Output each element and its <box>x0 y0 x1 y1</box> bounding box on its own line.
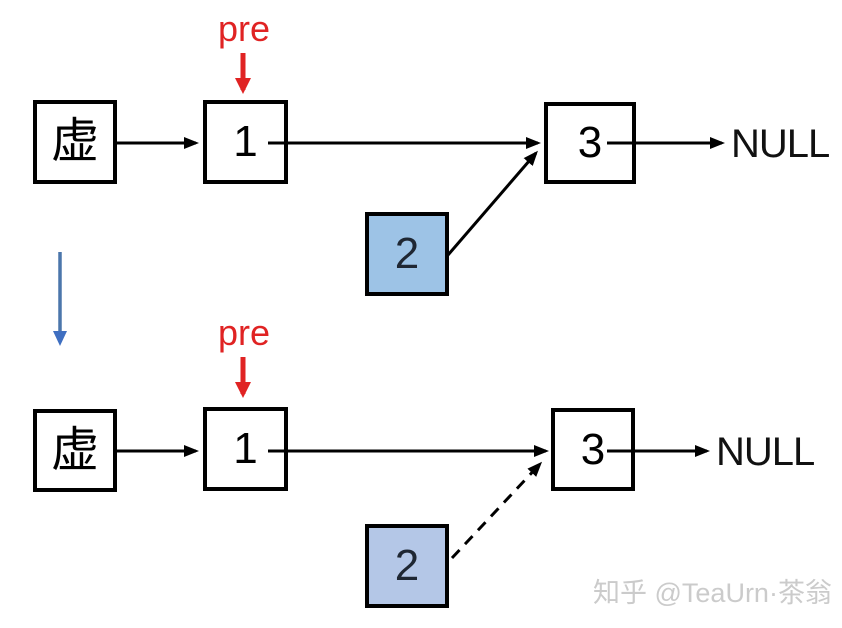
node-3-label-top: 3 <box>577 118 603 167</box>
dummy-node-box-top: 虚 <box>33 100 117 184</box>
node-2-box-bottom: 2 <box>365 524 449 608</box>
watermark: 知乎 @TeaUrn·茶翁 <box>593 578 832 608</box>
dummy-node-box-bottom: 虚 <box>33 409 117 492</box>
node-3-box-bottom: 3 <box>551 408 635 491</box>
node-3-label-bottom: 3 <box>580 424 606 474</box>
null-label-top: NULL <box>731 122 830 166</box>
pre-pointer-label-bottom: pre <box>218 312 271 353</box>
node-2-box-top: 2 <box>365 212 449 296</box>
node-1-box-top: 1 <box>203 100 288 184</box>
node2-to-node3-arrow-top <box>446 150 538 256</box>
node-1-label-bottom: 1 <box>233 424 258 473</box>
node-2-label-bottom: 2 <box>394 541 420 590</box>
dummy-node-label-top: 虚 <box>50 115 99 168</box>
node-1-label-top: 1 <box>233 117 258 166</box>
node2-to-node3-dashed-arrow-bottom <box>450 461 543 560</box>
node-2-label-top: 2 <box>394 229 420 278</box>
null-label-bottom: NULL <box>716 430 815 474</box>
node-3-box-top: 3 <box>544 102 636 184</box>
node-1-box-bottom: 1 <box>203 407 288 491</box>
dummy-node-label-bottom: 虚 <box>50 423 99 477</box>
pre-pointer-label-top: pre <box>218 8 271 49</box>
